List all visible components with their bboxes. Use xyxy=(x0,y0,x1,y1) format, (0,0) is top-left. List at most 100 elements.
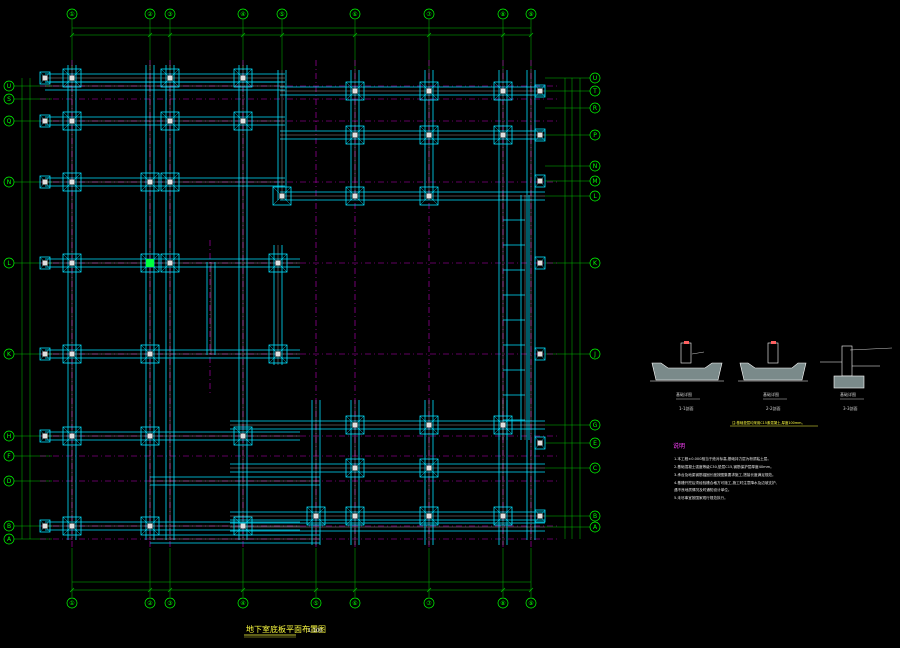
axis-bubble-left: K xyxy=(3,348,15,360)
axis-bubble-left: N xyxy=(3,176,15,188)
svg-text:S: S xyxy=(7,96,11,103)
axis-bubble-left: H xyxy=(3,430,15,442)
plan-scale: 1:100 xyxy=(308,628,322,634)
axis-bubble-left: A xyxy=(3,533,15,545)
detail-section-2: 基础详图 2-2剖面 xyxy=(738,341,808,411)
axis-bubble-bottom: ⑧ xyxy=(497,597,509,609)
axis-bubble-left: S xyxy=(3,93,15,105)
notes-heading: 说明 xyxy=(673,442,685,450)
axis-bubble-right: M xyxy=(589,175,601,187)
axis-bubble-bottom: ④ xyxy=(237,597,249,609)
axis-bubble-top: ⑤ xyxy=(276,8,288,20)
note-line-4: 4.基槽开挖后须经验槽合格方可施工,施工时注意降水及边坡支护, xyxy=(674,480,777,485)
note-line-1: 1.本工程±0.000相当于绝对标高,基础持力层为粉质粘土层。 xyxy=(674,456,771,461)
axis-bubble-left: Q xyxy=(3,115,15,127)
svg-text:A: A xyxy=(593,524,598,531)
axis-bubble-right: B xyxy=(589,510,601,522)
axis-bubble-right: N xyxy=(589,160,601,172)
svg-text:F: F xyxy=(7,453,11,460)
axis-bubble-right: P xyxy=(589,129,601,141)
svg-text:R: R xyxy=(593,105,597,112)
svg-text:⑥: ⑥ xyxy=(352,11,357,18)
detail-3-caption: 基础详图 xyxy=(840,391,856,397)
axis-bubble-top: ⑧ xyxy=(497,8,509,20)
detail-2-sub: 2-2剖面 xyxy=(766,405,781,411)
axis-bubble-top: ④ xyxy=(237,8,249,20)
axis-bubble-top: ③ xyxy=(164,8,176,20)
svg-text:D: D xyxy=(7,478,12,485)
svg-text:L: L xyxy=(593,193,597,200)
svg-text:J: J xyxy=(593,351,596,358)
axis-bubble-left: D xyxy=(3,475,15,487)
svg-text:K: K xyxy=(593,260,598,267)
axis-bubble-right: R xyxy=(589,102,601,114)
dimension-lines xyxy=(21,27,581,593)
axis-bubble-right: G xyxy=(589,419,601,431)
svg-text:M: M xyxy=(592,178,597,185)
svg-text:K: K xyxy=(7,351,12,358)
axis-bubble-bottom: ⑥ xyxy=(349,597,361,609)
axis-bubble-top: ⑦ xyxy=(423,8,435,20)
axis-bubble-left: F xyxy=(3,450,15,462)
svg-text:B: B xyxy=(593,513,597,520)
axis-bubble-right: A xyxy=(589,521,601,533)
note-line-2: 2.基础混凝土强度等级C30,垫层C15,钢筋保护层厚度40mm。 xyxy=(674,464,774,469)
svg-text:④: ④ xyxy=(240,600,245,607)
axis-bubble-top: ① xyxy=(66,8,78,20)
axis-bubble-right: K xyxy=(589,257,601,269)
svg-text:⑤: ⑤ xyxy=(279,11,284,18)
svg-text:③: ③ xyxy=(167,600,172,607)
svg-text:L: L xyxy=(7,260,11,267)
svg-text:⑧: ⑧ xyxy=(500,600,505,607)
detail-section-3: 基础详图 3-3剖面 xyxy=(820,345,893,411)
svg-text:H: H xyxy=(7,433,12,440)
svg-text:G: G xyxy=(593,422,598,429)
svg-text:U: U xyxy=(7,83,11,90)
svg-text:⑦: ⑦ xyxy=(426,11,432,18)
note-line-6: 5.未尽事宜按国家现行规范执行。 xyxy=(674,495,728,500)
svg-text:E: E xyxy=(593,440,597,447)
svg-text:N: N xyxy=(593,163,598,170)
detail-3-sub: 3-3剖面 xyxy=(843,405,858,411)
note-line-5: 遇不良地质情况及时通知设计单位。 xyxy=(674,487,732,492)
foundation-note: 注:基础垫层均采用C15素混凝土,厚度100mm。 xyxy=(732,420,805,425)
axis-bubble-right: U xyxy=(589,72,601,84)
axis-bubble-left: U xyxy=(3,80,15,92)
axis-bubble-bottom: ⑦ xyxy=(423,597,435,609)
svg-text:⑦: ⑦ xyxy=(426,600,432,607)
svg-text:⑨: ⑨ xyxy=(528,11,533,18)
pile-caps xyxy=(39,68,546,536)
svg-text:C: C xyxy=(593,465,597,472)
svg-text:A: A xyxy=(7,536,12,543)
svg-text:B: B xyxy=(7,523,11,530)
axis-bubble-right: L xyxy=(589,190,601,202)
svg-text:⑨: ⑨ xyxy=(528,600,533,607)
axis-bubble-bottom: ② xyxy=(144,597,156,609)
detail-2-caption: 基础详图 xyxy=(763,391,779,397)
svg-text:①: ① xyxy=(69,600,74,607)
svg-text:③: ③ xyxy=(167,11,172,18)
axis-bubble-right: J xyxy=(589,348,601,360)
general-notes: 说明 1.本工程±0.000相当于绝对标高,基础持力层为粉质粘土层。 2.基础混… xyxy=(673,442,777,500)
axis-bubble-top: ⑨ xyxy=(525,8,537,20)
svg-text:T: T xyxy=(592,88,597,95)
svg-text:U: U xyxy=(593,75,597,82)
svg-text:⑥: ⑥ xyxy=(352,600,357,607)
plan-title: 地下室底板平面布置图 xyxy=(246,624,326,634)
detail-1-sub: 1-1剖面 xyxy=(679,405,694,411)
svg-text:⑤: ⑤ xyxy=(313,600,318,607)
axis-bubble-top: ⑥ xyxy=(349,8,361,20)
svg-text:①: ① xyxy=(69,11,74,18)
svg-text:P: P xyxy=(593,132,597,139)
detail-1-caption: 基础详图 xyxy=(676,391,692,397)
svg-text:Q: Q xyxy=(7,118,12,125)
axis-bubble-right: E xyxy=(589,437,601,449)
axis-bubble-right: C xyxy=(589,462,601,474)
axis-bubble-top: ② xyxy=(144,8,156,20)
svg-text:N: N xyxy=(7,179,12,186)
axis-bubble-bottom: ③ xyxy=(164,597,176,609)
svg-text:②: ② xyxy=(147,600,153,607)
detail-section-1: 基础详图 1-1剖面 xyxy=(650,341,724,411)
axis-grid-lines xyxy=(14,20,590,597)
